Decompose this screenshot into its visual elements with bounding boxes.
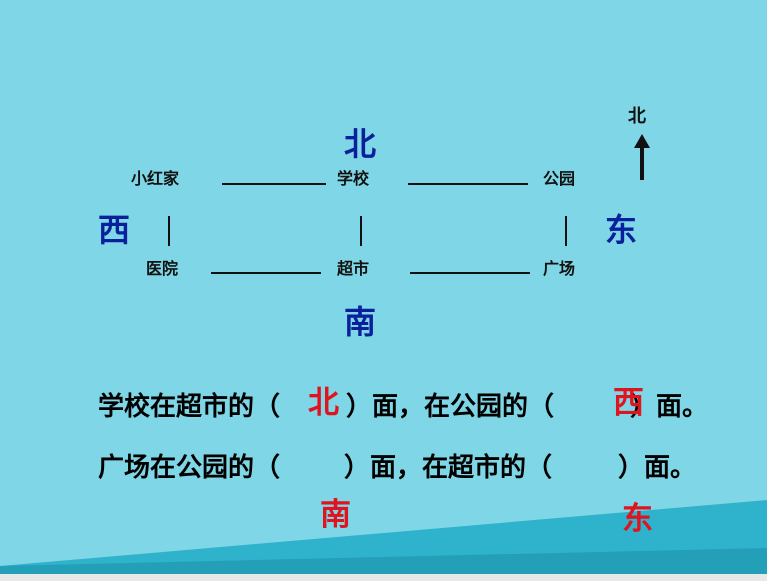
answer-2b: 东 bbox=[622, 501, 653, 537]
question-1-part-1: 学校在超市的（ bbox=[98, 392, 281, 422]
place-school: 学校 bbox=[337, 169, 370, 188]
road-hospital-supermarket bbox=[211, 272, 321, 274]
question-2-part-3: ）面。 bbox=[618, 453, 697, 483]
place-home: 小红家 bbox=[131, 169, 180, 188]
question-2-part-1: 广场在公园的（ bbox=[98, 453, 281, 483]
question-1-part-2: ）面，在公园的（ bbox=[346, 392, 555, 422]
road-home-hospital bbox=[168, 216, 170, 246]
answer-2a: 南 bbox=[320, 497, 351, 533]
direction-east: 东 bbox=[605, 211, 638, 249]
direction-west: 西 bbox=[98, 211, 131, 249]
road-school-supermarket bbox=[360, 216, 362, 246]
question-2-part-2: ）面，在超市的（ bbox=[344, 453, 553, 483]
compass-north-label: 北 bbox=[628, 106, 646, 127]
north-arrow-icon bbox=[634, 134, 650, 180]
place-square: 广场 bbox=[543, 259, 576, 278]
place-supermarket: 超市 bbox=[337, 259, 370, 278]
direction-north: 北 bbox=[344, 125, 377, 163]
road-home-school bbox=[222, 183, 326, 185]
road-supermarket-square bbox=[410, 272, 530, 274]
answer-1a: 北 bbox=[308, 385, 339, 421]
question-1-part-3: ）面。 bbox=[630, 392, 709, 422]
direction-south: 南 bbox=[344, 303, 377, 341]
road-school-park bbox=[408, 183, 528, 185]
road-park-square bbox=[565, 216, 567, 246]
place-park: 公园 bbox=[543, 169, 576, 188]
place-hospital: 医院 bbox=[146, 259, 179, 278]
answer-1b: 西 bbox=[613, 385, 644, 421]
